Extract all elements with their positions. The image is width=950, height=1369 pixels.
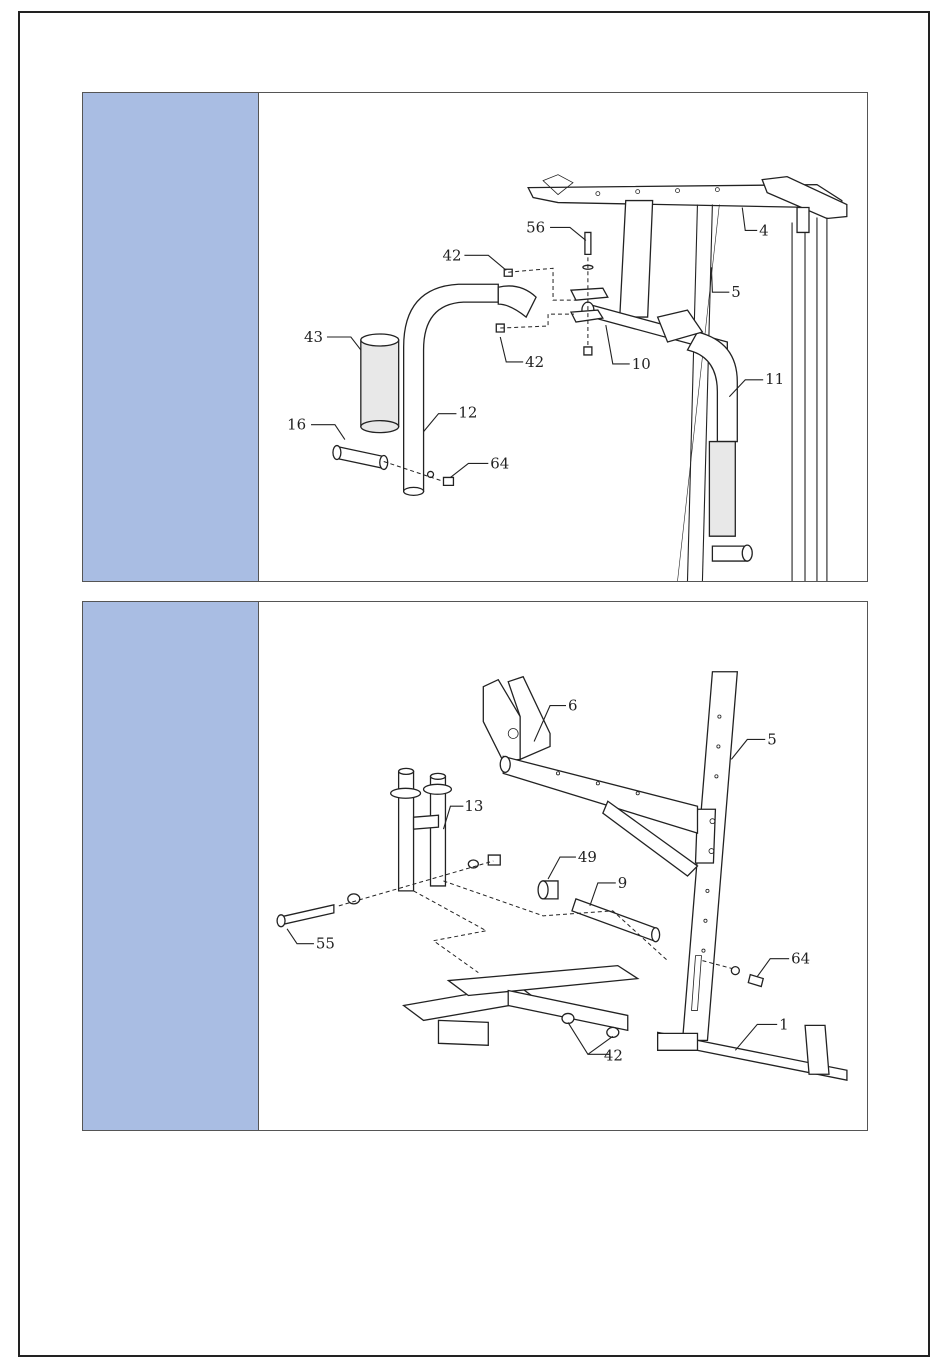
callout-5: 5: [711, 267, 740, 301]
assembly-drawing-lower: 6 5 13 49 9 55: [259, 602, 867, 1130]
svg-text:42: 42: [525, 353, 544, 371]
svg-text:4: 4: [759, 221, 769, 239]
svg-text:5: 5: [767, 730, 777, 748]
callout-64: 64: [450, 454, 509, 477]
svg-text:43: 43: [304, 328, 323, 346]
callout-43: 43: [304, 328, 361, 350]
svg-text:12: 12: [458, 404, 477, 422]
fasteners-upper: [428, 232, 608, 485]
svg-text:13: 13: [464, 797, 483, 815]
svg-text:42: 42: [604, 1046, 623, 1064]
callout-1: 1: [735, 1015, 788, 1050]
assembly-step-panel-lower: 6 5 13 49 9 55: [82, 601, 868, 1131]
svg-text:16: 16: [287, 416, 306, 434]
svg-text:11: 11: [765, 370, 784, 388]
svg-text:56: 56: [526, 218, 545, 236]
bushing-part-49: [538, 881, 558, 899]
exploded-view-lower: 6 5 13 49 9 55: [259, 602, 867, 1130]
assembly-step-panel-upper: 56 42 4 5 43 42: [82, 92, 868, 582]
callout-56: 56: [526, 218, 586, 240]
foam-pad-part-43: [361, 334, 399, 433]
bracket-part-6: [483, 677, 697, 876]
callout-4: 4: [742, 208, 768, 240]
exploded-view-upper: 56 42 4 5 43 42: [259, 93, 867, 581]
svg-text:49: 49: [578, 848, 597, 866]
upright-part-5: [683, 672, 738, 1041]
callout-9: 9: [590, 874, 627, 906]
svg-text:55: 55: [316, 935, 335, 953]
callout-49: 49: [548, 848, 597, 879]
post-assembly-part-13: [391, 768, 452, 891]
svg-text:5: 5: [731, 283, 741, 301]
fasteners-lower: [731, 967, 763, 987]
svg-text:10: 10: [632, 355, 651, 373]
callout-16: 16: [287, 416, 345, 440]
svg-text:9: 9: [618, 874, 628, 892]
handle-part-11: [658, 310, 753, 561]
callout-64: 64: [757, 950, 810, 977]
callout-42-top: 42: [442, 246, 506, 270]
step-sidebar-lower: [83, 602, 259, 1130]
callout-55: 55: [287, 929, 335, 953]
assembly-drawing-upper: 56 42 4 5 43 42: [259, 93, 867, 581]
axle-part-16: [333, 446, 388, 470]
svg-text:1: 1: [779, 1015, 789, 1033]
callout-12: 12: [424, 404, 478, 432]
assembly-guide-lines-lower: [339, 861, 733, 973]
svg-text:42: 42: [442, 246, 461, 264]
svg-text:64: 64: [490, 454, 509, 472]
svg-text:64: 64: [791, 950, 810, 968]
svg-text:6: 6: [568, 697, 578, 715]
callout-13: 13: [443, 797, 483, 829]
tube-part-9: [572, 899, 660, 942]
step-sidebar-upper: [83, 93, 259, 581]
callout-10: 10: [606, 325, 651, 373]
callout-42-bottom: 42: [500, 337, 544, 371]
callout-5: 5: [731, 730, 776, 759]
